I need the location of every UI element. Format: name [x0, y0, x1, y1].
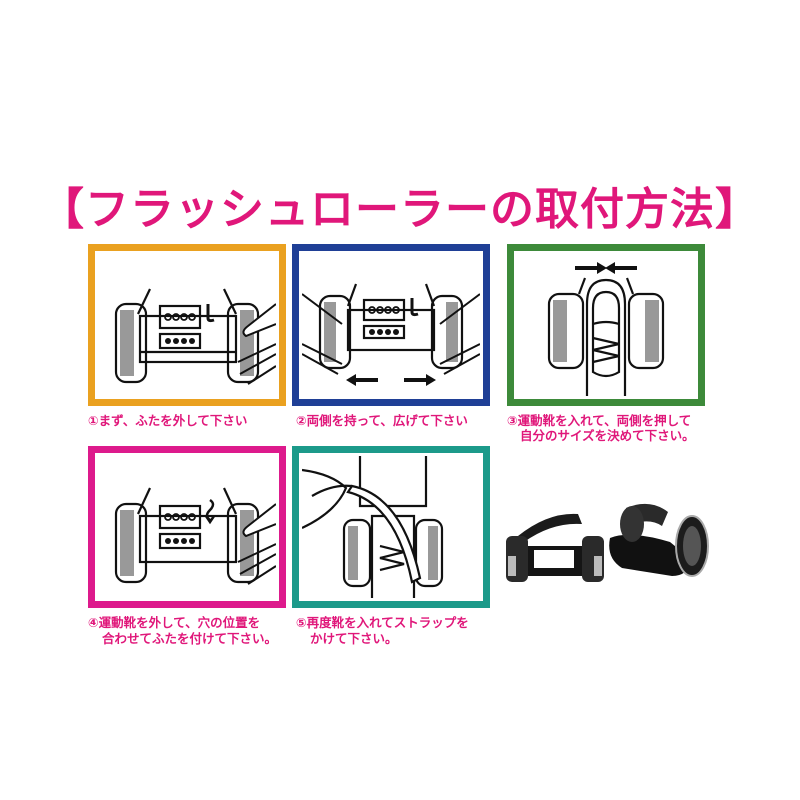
step-2-frame — [292, 244, 490, 406]
step-2-panel — [292, 244, 490, 406]
left-roller — [506, 513, 604, 582]
step-4-caption-line1: ④運動靴を外して、穴の位置を — [88, 615, 261, 630]
remove-cover-illustration — [114, 288, 276, 385]
flash-roller-product-photo — [506, 503, 709, 582]
step-3-caption-line2: 自分のサイズを決めて下さい。 — [520, 428, 695, 443]
step-3-frame — [507, 244, 705, 406]
step-5-caption-line1: ⑤再度靴を入れてストラップを — [296, 615, 469, 630]
step-5-panel — [292, 446, 490, 608]
insert-shoe-press-illustration — [547, 262, 665, 396]
fasten-strap-illustration — [302, 456, 444, 598]
page-title: 【フラッシュローラーの取付方法】 — [40, 184, 760, 235]
step-1-panel — [88, 244, 286, 406]
step-5-caption-line2: かけて下さい。 — [310, 631, 398, 646]
step-4-frame — [88, 446, 286, 608]
step-2-caption: ②両側を持って、広げて下さい — [296, 413, 468, 428]
step-3-caption-line1: ③運動靴を入れて、両側を押して — [507, 413, 692, 428]
step-4-caption-line2: 合わせてふたを付けて下さい。 — [102, 631, 278, 646]
step-3-panel — [507, 244, 705, 406]
step-1-caption: ①まず、ふたを外して下さい — [88, 413, 248, 428]
step-4-panel — [88, 446, 286, 608]
spread-sides-illustration — [302, 283, 480, 386]
attach-cover-illustration — [114, 487, 276, 585]
right-roller — [609, 503, 709, 577]
